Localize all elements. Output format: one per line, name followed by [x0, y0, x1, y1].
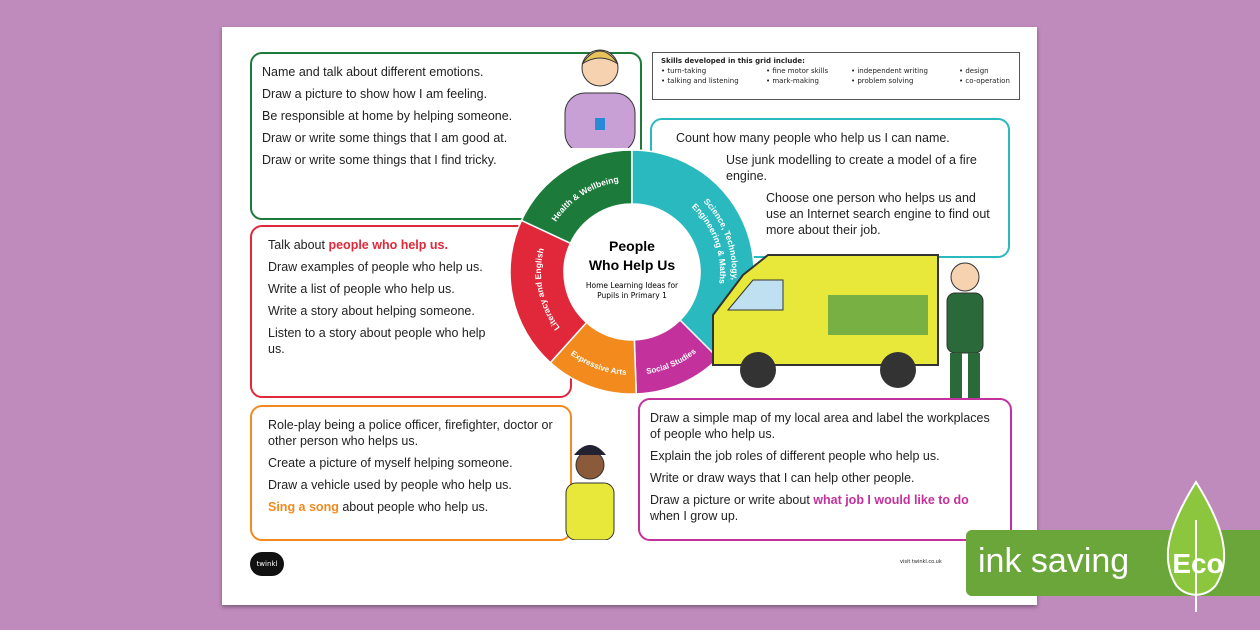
stem-item: Count how many people who help us I can …: [676, 131, 950, 145]
eco-label: Eco: [1172, 548, 1223, 579]
literacy-prefix: Talk about: [268, 238, 329, 252]
literacy-item: Write a list of people who help us.: [268, 282, 455, 296]
stem-item: Use junk modelling to create a model of …: [726, 153, 977, 183]
social-box: Draw a simple map of my local area and l…: [638, 398, 1012, 541]
police-officer-illustration: [565, 445, 615, 540]
social-item: Draw a simple map of my local area and l…: [650, 411, 990, 441]
leaf-icon: Eco: [1166, 480, 1226, 612]
health-item: Name and talk about different emotions.: [262, 65, 484, 79]
skills-list: • turn-taking • fine motor skills • indepe…: [661, 67, 1011, 85]
social-suffix: when I grow up.: [650, 509, 739, 523]
arts-item: Create a picture of myself helping someo…: [268, 456, 513, 470]
arts-item: Draw a vehicle used by people who help u…: [268, 478, 512, 492]
skill-item: • design: [959, 67, 989, 75]
wheel-title-1: People: [609, 238, 655, 254]
health-item: Draw or write some things that I find tr…: [262, 153, 497, 167]
social-item: Draw a picture or write about what job I…: [650, 492, 1000, 524]
ambulance-illustration: [712, 254, 939, 388]
literacy-item: Write a story about helping someone.: [268, 304, 475, 318]
literacy-highlight: people who help us.: [328, 238, 448, 252]
arts-highlight: Sing a song: [268, 500, 339, 514]
ink-saving-label: ink saving: [978, 542, 1130, 580]
skill-item: • fine motor skills: [766, 67, 829, 75]
skill-item: • turn-taking: [661, 67, 707, 75]
footer-url[interactable]: visit twinkl.co.uk: [900, 559, 942, 565]
social-item: Explain the job roles of different peopl…: [650, 449, 940, 463]
health-item: Draw or write some things that I am good…: [262, 131, 508, 145]
curriculum-wheel: People Who Help Us Home Learning Ideas f…: [509, 149, 755, 395]
health-item: Be responsible at home by helping someon…: [262, 109, 513, 123]
skill-item: • co-operation: [959, 77, 1010, 85]
skills-box: Skills developed in this grid include: •…: [652, 52, 1020, 100]
social-prefix: Draw a picture or write about: [650, 493, 814, 507]
health-item: Draw a picture to show how I am feeling.: [262, 87, 488, 101]
social-item: Write or draw ways that I can help other…: [650, 471, 915, 485]
literacy-item: Listen to a story about people who help …: [268, 326, 486, 356]
skill-item: • problem solving: [851, 77, 914, 85]
teacher-illustration: [564, 49, 636, 148]
arts-suffix: about people who help us.: [338, 500, 489, 514]
wheel-subtitle-1: Home Learning Ideas for: [586, 281, 679, 290]
literacy-item: Talk about people who help us.: [268, 237, 500, 253]
arts-box: Role-play being a police officer, firefi…: [250, 405, 572, 541]
skill-item: • independent writing: [851, 67, 928, 75]
skills-title: Skills developed in this grid include:: [661, 57, 805, 65]
twinkl-logo: twinkl: [250, 552, 284, 576]
literacy-item: Draw examples of people who help us.: [268, 260, 483, 274]
social-highlight: what job I would like to do: [813, 493, 969, 507]
arts-item: Sing a song about people who help us.: [268, 499, 556, 515]
stem-item: Choose one person who helps us and use a…: [766, 191, 990, 237]
skill-item: • mark-making: [766, 77, 819, 85]
arts-item: Role-play being a police officer, firefi…: [268, 418, 553, 448]
wheel-title-2: Who Help Us: [589, 257, 676, 273]
paramedic-illustration: [946, 262, 984, 398]
skill-item: • talking and listening: [661, 77, 739, 85]
wheel-subtitle-2: Pupils in Primary 1: [597, 291, 667, 300]
